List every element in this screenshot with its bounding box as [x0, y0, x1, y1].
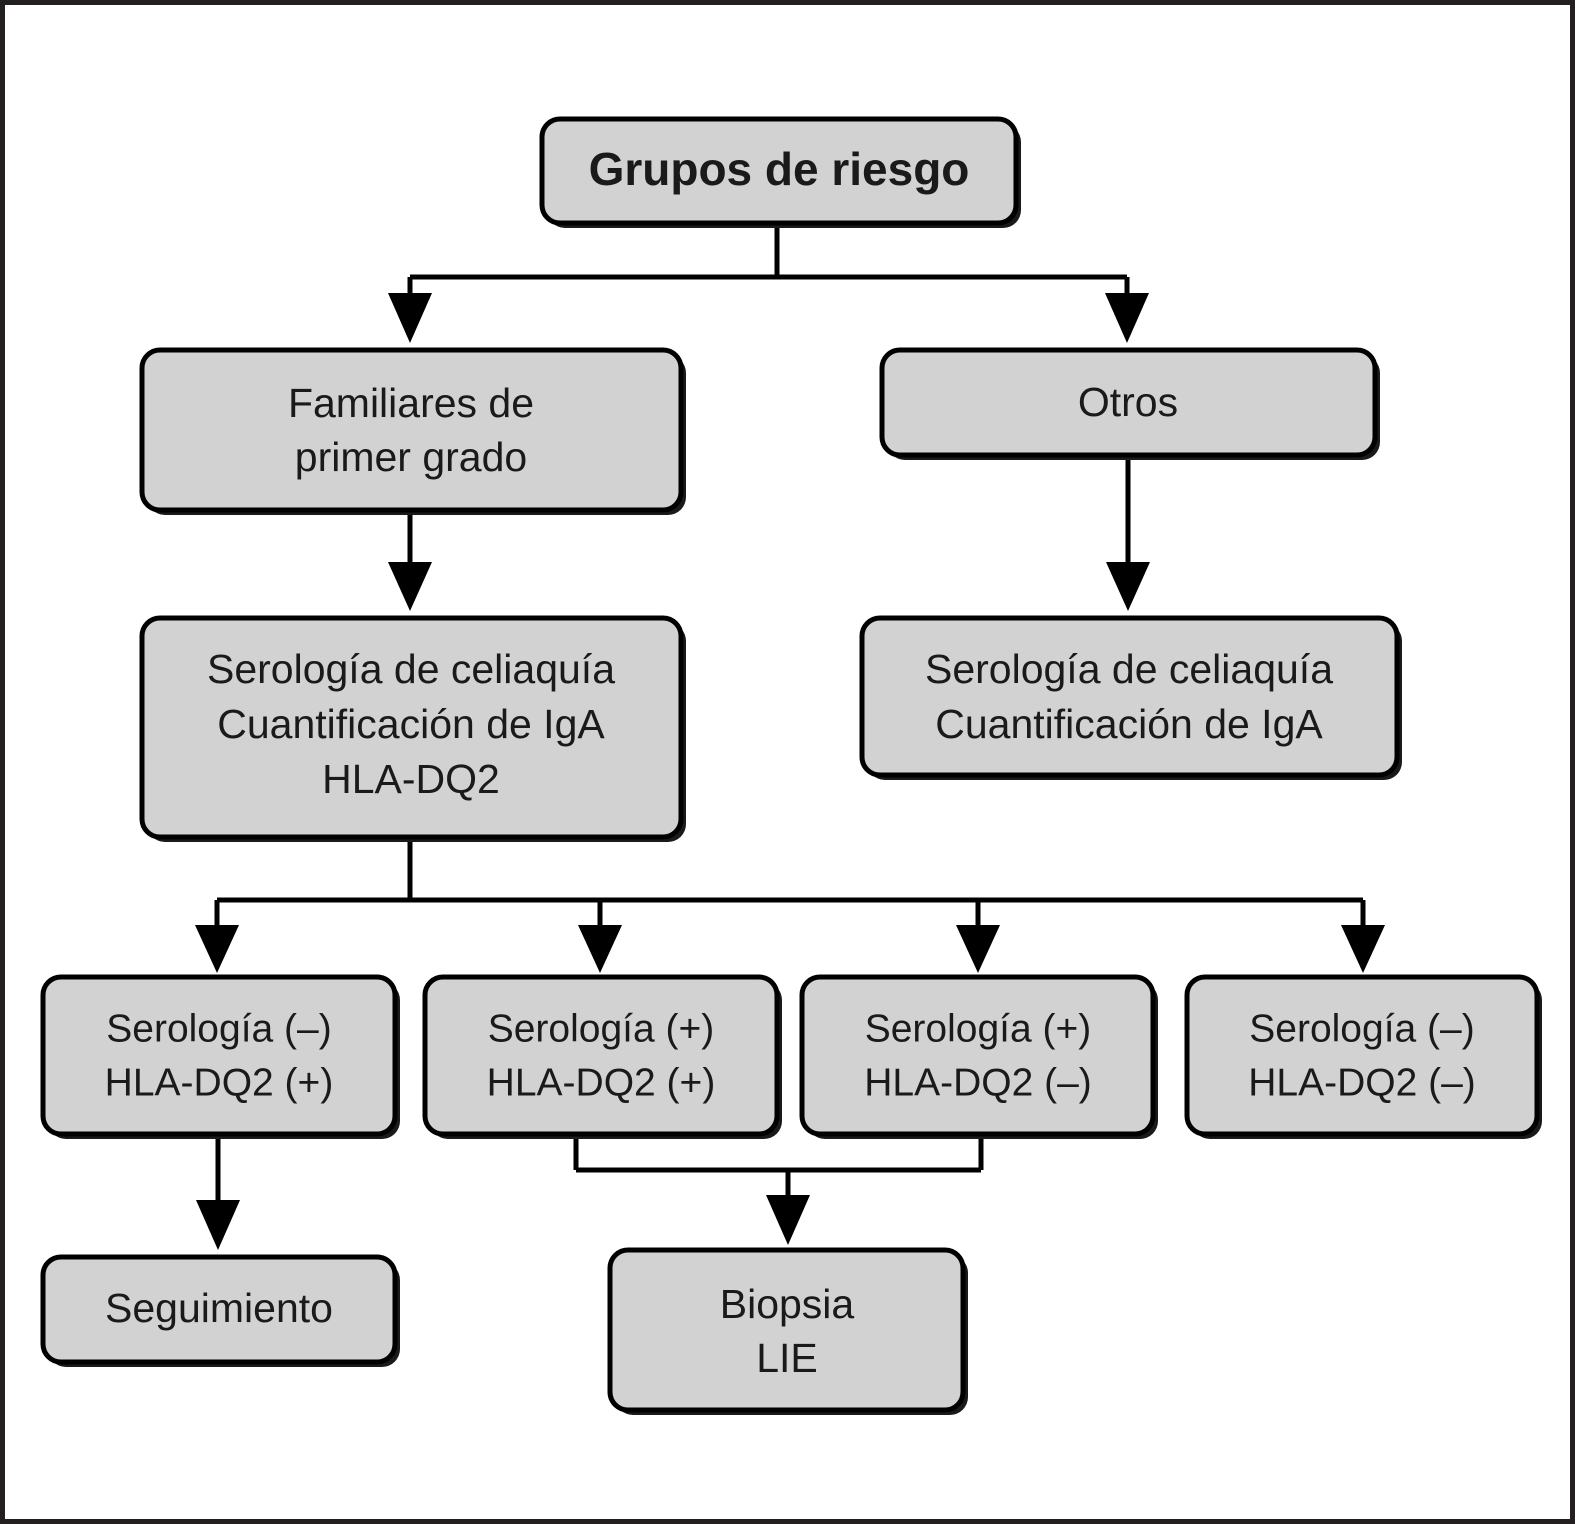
- node-label-line-1: Serología de celiaquía: [925, 646, 1333, 692]
- node-label-line-2: primer grado: [295, 434, 527, 480]
- node-box: [139, 615, 684, 840]
- connector-layer: [195, 227, 1385, 1250]
- node-seguimiento[interactable]: Seguimiento: [40, 1254, 400, 1367]
- node-label-line-2: HLA-DQ2 (–): [864, 1061, 1092, 1104]
- node-box: [879, 347, 1378, 458]
- node-label-line-1: Biopsia: [720, 1281, 855, 1327]
- node-resultado-serologia-neg-dq2-pos[interactable]: Serología (–) HLA-DQ2 (+): [40, 974, 400, 1139]
- node-box: [859, 615, 1400, 778]
- node-familiares-primer-grado[interactable]: Familiares de primer grado: [139, 347, 686, 515]
- node-label-line-3: HLA-DQ2: [322, 756, 500, 802]
- arrowhead-to-serologia-otros: [1106, 562, 1150, 611]
- node-resultado-serologia-pos-dq2-neg[interactable]: Serología (+) HLA-DQ2 (–): [799, 974, 1158, 1139]
- arrowhead-to-resultado-4: [1341, 925, 1385, 973]
- node-serologia-familiares[interactable]: Serología de celiaquía Cuantificación de…: [139, 615, 686, 842]
- node-label-line-2: HLA-DQ2 (+): [105, 1061, 334, 1104]
- node-grupos-de-riesgo[interactable]: Grupos de riesgo: [539, 116, 1021, 228]
- node-box: [799, 974, 1156, 1137]
- node-box: [607, 1247, 966, 1413]
- node-box: [40, 1254, 398, 1365]
- node-label-line-2: HLA-DQ2 (+): [487, 1061, 716, 1104]
- node-label-line-2: HLA-DQ2 (–): [1248, 1061, 1476, 1104]
- node-label-line-1: Serología (+): [488, 1007, 715, 1050]
- node-box: [422, 974, 780, 1137]
- node-label-line-1: Serología de celiaquía: [207, 646, 615, 692]
- node-box: [1184, 974, 1540, 1137]
- node-serologia-otros[interactable]: Serología de celiaquía Cuantificación de…: [859, 615, 1402, 780]
- node-label-line-2: Cuantificación de IgA: [935, 701, 1323, 747]
- node-resultado-serologia-neg-dq2-neg[interactable]: Serología (–) HLA-DQ2 (–): [1184, 974, 1542, 1139]
- node-biopsia-lie[interactable]: Biopsia LIE: [607, 1247, 968, 1415]
- arrowhead-to-familiares: [388, 293, 432, 343]
- node-label-line-1: Serología (+): [865, 1007, 1092, 1050]
- node-label-line-1: Otros: [1078, 379, 1178, 425]
- arrowhead-to-resultado-1: [195, 925, 239, 973]
- node-label-line-2: LIE: [756, 1335, 818, 1381]
- arrowhead-to-otros: [1105, 293, 1149, 343]
- flowchart-canvas: Grupos de riesgo Familiares de primer gr…: [40, 116, 1542, 1415]
- arrowhead-to-resultado-3: [956, 925, 1000, 973]
- arrowhead-to-resultado-2: [578, 925, 622, 973]
- node-otros[interactable]: Otros: [879, 347, 1380, 460]
- node-box: [40, 974, 398, 1137]
- node-label-line-1: Familiares de: [288, 380, 534, 426]
- node-resultado-serologia-pos-dq2-pos[interactable]: Serología (+) HLA-DQ2 (+): [422, 974, 782, 1139]
- node-label-line-2: Cuantificación de IgA: [217, 701, 605, 747]
- node-box: [539, 116, 1019, 226]
- node-box: [139, 347, 684, 513]
- node-label-line-1: Seguimiento: [105, 1285, 333, 1331]
- arrowhead-to-biopsia: [766, 1195, 810, 1245]
- node-label-line-1: Serología (–): [106, 1007, 331, 1050]
- node-label-line-1: Serología (–): [1249, 1007, 1474, 1050]
- arrowhead-to-seguimiento: [196, 1200, 240, 1250]
- arrowhead-to-serologia-familiares: [388, 562, 432, 611]
- node-label-line-1: Grupos de riesgo: [589, 143, 970, 195]
